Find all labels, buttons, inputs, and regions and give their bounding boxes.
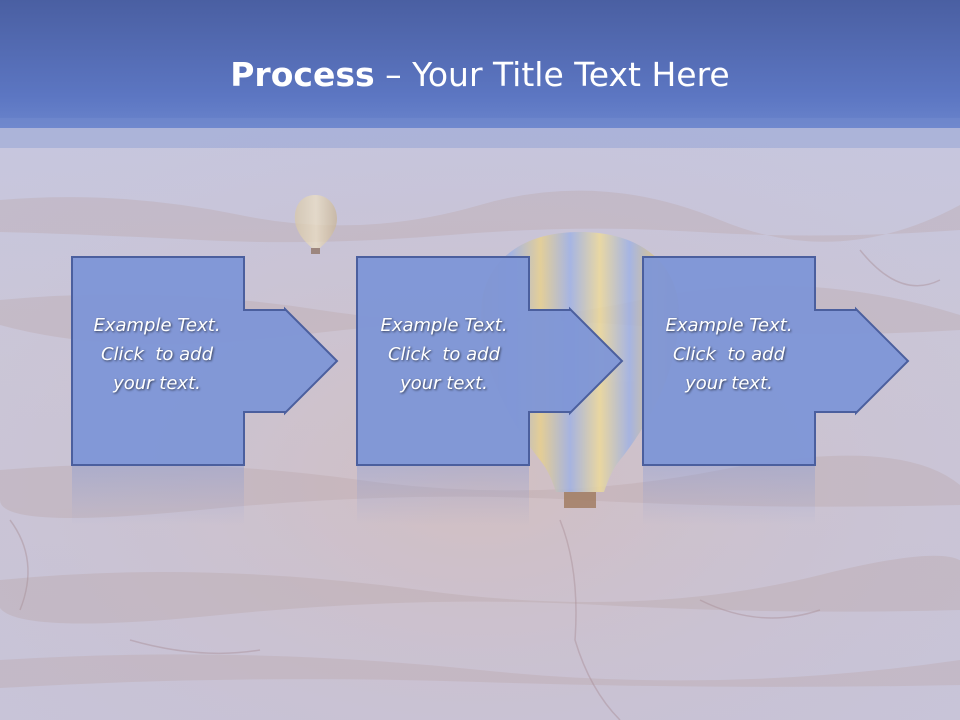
title-bold-text: Process	[230, 55, 375, 94]
process-step-3-text[interactable]: Example Text. Click to add your text.	[644, 311, 814, 398]
title-rest-text: – Your Title Text Here	[374, 55, 730, 94]
process-step-2-text[interactable]: Example Text. Click to add your text.	[359, 311, 529, 398]
step-text-line: Example Text.	[93, 315, 221, 336]
process-step-1-shape	[71, 256, 339, 525]
step-text-line: Click to add	[672, 344, 785, 365]
process-step-2-shape	[356, 256, 624, 525]
step-text-line: your text.	[685, 373, 773, 394]
step-text-line: Example Text.	[665, 315, 793, 336]
step-text-line: your text.	[400, 373, 488, 394]
process-step-3-shape	[642, 256, 910, 525]
step-text-line: your text.	[113, 373, 201, 394]
process-step-1-text[interactable]: Example Text. Click to add your text.	[72, 311, 242, 398]
step-text-line: Click to add	[100, 344, 213, 365]
step-text-line: Example Text.	[380, 315, 508, 336]
step-text-line: Click to add	[387, 344, 500, 365]
slide-title[interactable]: Process – Your Title Text Here	[0, 52, 960, 98]
